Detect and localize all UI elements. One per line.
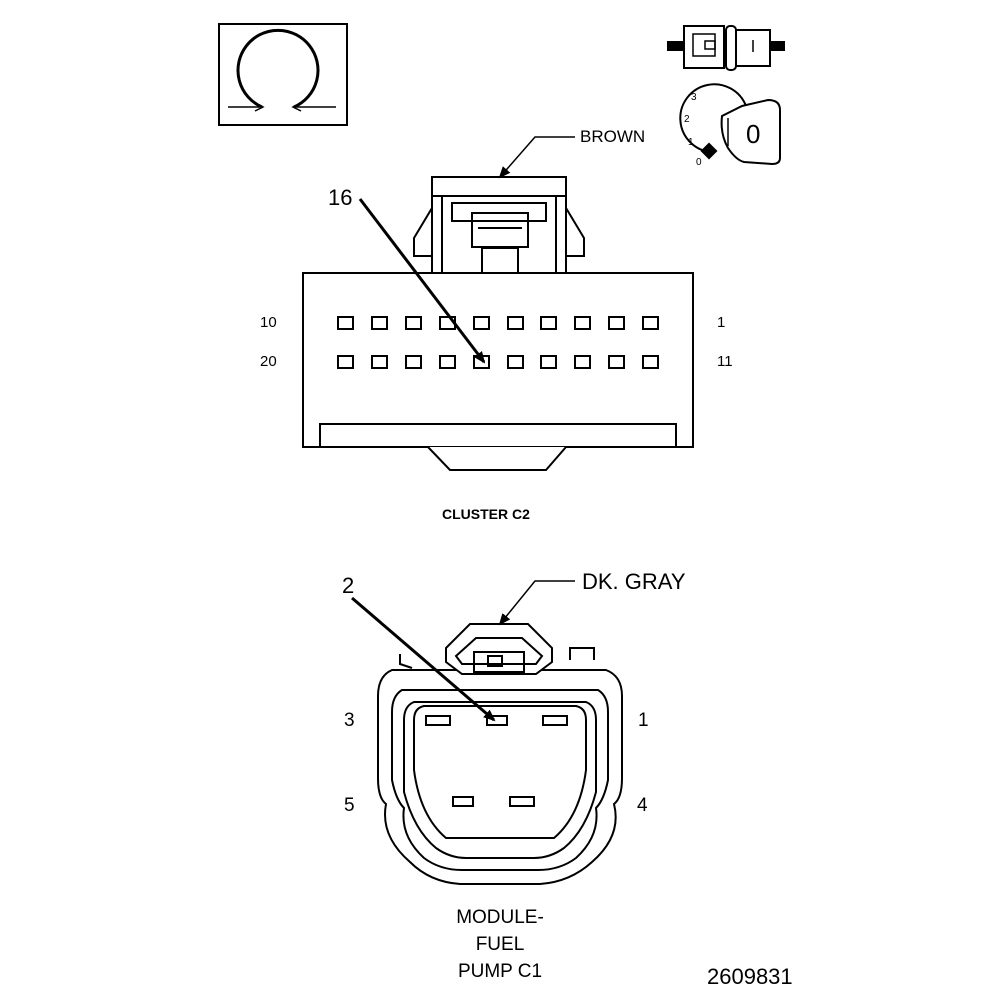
ignition-key-icon: [679, 83, 781, 166]
pin-cavity: [574, 355, 591, 369]
fuel-pump-c1-title-line-2: FUEL: [475, 934, 525, 955]
pin-2-leader: [351, 596, 496, 722]
cluster-c2-wire-color: BROWN: [580, 127, 646, 146]
pin-cavity: [371, 316, 388, 330]
fuel-pump-c1-title-line-1: MODULE-: [456, 907, 544, 928]
cluster-c2-pin-grid: [337, 316, 659, 369]
fuel-pump-c1-pin-3-label: 3: [344, 710, 355, 731]
fuel-pump-c1-title-line-3: PUMP C1: [457, 961, 543, 982]
cluster-c2-title: CLUSTER C2: [442, 506, 530, 522]
cluster-c2-row2-left: 20: [260, 353, 277, 370]
pin-cavity: [405, 355, 422, 369]
fuel-pump-c1-pin-1-label: 1: [638, 710, 649, 731]
key-position-1: 1: [688, 137, 694, 148]
cluster-c2-connector: [302, 176, 694, 471]
pin-cavity: [642, 355, 659, 369]
pin-cavity: [642, 316, 659, 330]
pin-cavity-1: [542, 715, 568, 726]
fuel-pump-c1-pin-5-label: 5: [344, 795, 355, 816]
pin-cavity: [337, 355, 354, 369]
brown-wire-leader: [498, 136, 575, 179]
dk-gray-wire-leader: [498, 580, 575, 626]
pin-cavity: [405, 316, 422, 330]
fuel-pump-c1-callout-pin: 2: [342, 573, 355, 598]
cluster-c2-row2-right: 11: [717, 353, 733, 370]
key-position-2: 2: [684, 114, 690, 125]
fuel-pump-c1-wire-color: DK. GRAY: [582, 569, 686, 594]
cluster-c2-row1-left: 10: [260, 314, 277, 331]
fuel-pump-c1-pin-4-label: 4: [637, 795, 648, 816]
pin-cavity: [337, 316, 354, 330]
pin-cavity: [507, 355, 524, 369]
fuel-pump-c1-callouts: [351, 580, 575, 722]
pin-cavity-3: [425, 715, 451, 726]
pin-cavity: [540, 316, 557, 330]
key-marker-label: 0: [746, 119, 761, 149]
pin-cavity: [439, 355, 456, 369]
pin-16-leader: [358, 198, 486, 364]
key-position-3: 3: [691, 92, 697, 103]
cluster-c2-callouts: [358, 136, 575, 364]
fuel-pump-c1-connector: [377, 623, 623, 885]
pin-cavity: [608, 316, 625, 330]
pin-cavity: [540, 355, 557, 369]
pin-cavity-5: [452, 796, 474, 807]
pin-cavity: [574, 316, 591, 330]
connector-plug-icon: [667, 25, 785, 71]
pin-cavity-4: [509, 796, 535, 807]
connector-view-icon: [218, 23, 348, 126]
pin-cavity: [371, 355, 388, 369]
figure-number: 2609831: [707, 964, 793, 989]
pin-cavity: [608, 355, 625, 369]
cluster-c2-row1-right: 1: [717, 314, 726, 331]
cluster-c2-callout-pin: 16: [328, 185, 353, 210]
pin-cavity: [473, 316, 490, 330]
key-position-0: 0: [696, 157, 702, 168]
pin-cavity: [507, 316, 524, 330]
